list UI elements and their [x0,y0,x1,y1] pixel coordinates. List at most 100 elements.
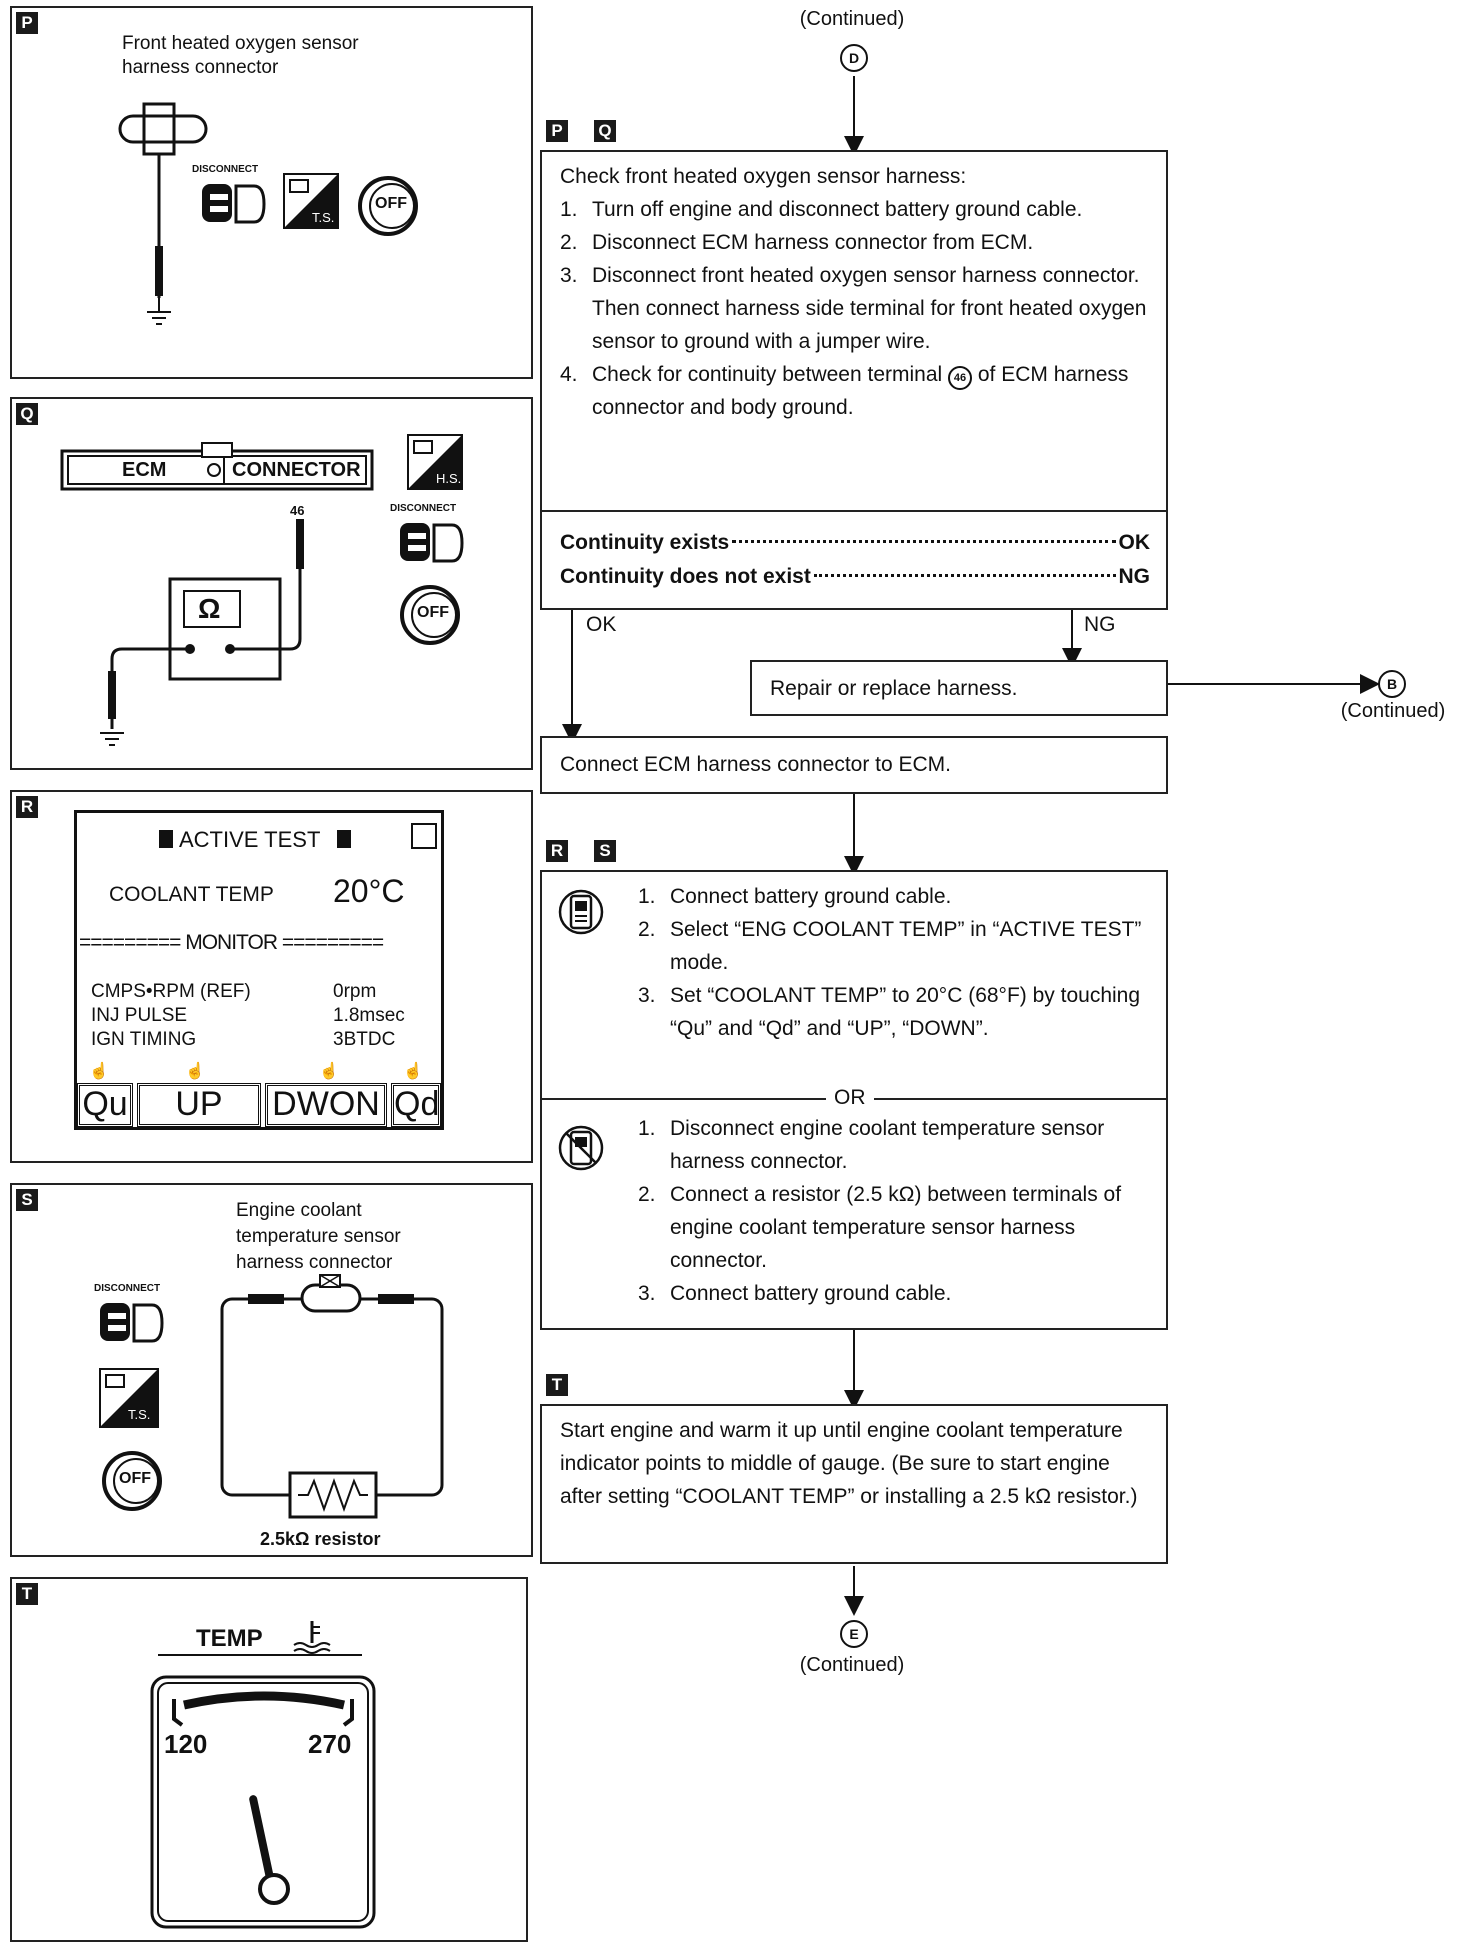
result-divider [542,510,1166,512]
panel-title: harness connector [122,57,279,78]
disconnect-label: DISCONNECT [94,1283,161,1294]
ecm-label: ECM [122,459,167,481]
qd-button[interactable]: Qd [391,1083,441,1127]
down-button[interactable]: DWON [265,1083,387,1127]
check-title: Check front heated oxygen sensor harness… [560,165,967,188]
disconnect-label: DISCONNECT [390,503,457,514]
needle-hub [258,1873,290,1905]
resistor-label: 2.5kΩ resistor [260,1529,381,1549]
qu-button[interactable]: Qu [77,1083,133,1127]
ts-icon [283,173,339,229]
screen-checkbox[interactable] [411,823,437,849]
resistor-circuit-diagram [220,1274,444,1519]
panel-title: Front heated oxygen sensor [122,33,359,54]
monitor-row-value: 1.8msec [333,1005,405,1026]
coolant-value: 20°C [333,873,405,909]
step-tag: P [546,120,568,142]
sensor-connector-diagram [118,102,208,325]
start-engine-box: Start engine and warm it up until engine… [540,1404,1168,1564]
panel-s: S Engine coolant temperature sensor harn… [10,1183,533,1557]
connector-d-icon: D [840,44,868,72]
touch-pointer-icon: ☝ [185,1063,205,1080]
no-consult-icon [558,1125,604,1171]
disconnect-icon [202,184,266,224]
panel-tag: S [16,1189,38,1211]
or-label: OR [826,1081,874,1114]
off-label: OFF [375,195,407,212]
continued-label: (Continued) [799,1654,905,1676]
ts-icon [99,1368,159,1428]
header-marker [159,830,173,848]
check-step: 2.Disconnect ECM harness connector from … [560,231,1034,254]
off-label: OFF [119,1470,151,1487]
monitor-row-label: IGN TIMING [91,1029,197,1050]
panel-q: Q ECM CONNECTOR 46 Ω H.S. DISCONNECT [10,397,533,770]
connector-e-letter: E [840,1620,868,1648]
coolant-setup-box: 1.Connect battery ground cable. 2.Select… [540,870,1168,1330]
off-label: OFF [417,604,449,621]
ts-label: T.S. [128,1407,151,1422]
resistor-step: 3.Connect battery ground cable. [638,1282,952,1305]
gauge-min-label: 120 [164,1729,208,1759]
connector-b-letter: B [1378,670,1406,698]
check-step: 3.Disconnect front heated oxygen sensor … [560,264,1147,353]
header-marker [337,830,351,848]
disconnect-icon [400,523,464,563]
disconnect-label: DISCONNECT [192,164,259,175]
ng-branch-label: NG [1084,613,1116,636]
ignition-off-icon [400,585,460,645]
touch-pointer-icon: ☝ [403,1063,423,1080]
connector-b-icon: B [1378,670,1406,698]
ts-label: T.S. [312,210,335,225]
check-step: 1.Turn off engine and disconnect battery… [560,198,1083,221]
terminal-46-icon: 46 [948,366,973,390]
check-step: 4.Check for continuity between terminal … [560,363,1129,419]
connector-d-letter: D [840,44,868,72]
panel-r: R ACTIVE TEST COOLANT TEMP 20°C ========… [10,790,533,1163]
panel-tag: R [16,796,38,818]
panel-t: T TEMP 120 270 [10,1577,528,1942]
step-tag: R [546,840,568,862]
connector-label: CONNECTOR [232,459,361,481]
terminal-number: 46 [290,503,305,518]
gauge-needle [249,1795,290,1905]
consult-step: 2.Select “ENG COOLANT TEMP” in “ACTIVE T… [638,918,1142,974]
connect-ecm-box: Connect ECM harness connector to ECM. [540,736,1168,794]
panel-tag: P [16,12,38,34]
monitor-line: ========= MONITOR ========= [79,931,384,954]
panel-title: harness connector [236,1252,393,1273]
screen-header: ACTIVE TEST [179,827,321,852]
panel-title: Engine coolant [236,1200,362,1221]
hs-label: H.S. [436,471,462,486]
ignition-off-icon [358,176,418,236]
resistor-steps: 1.Disconnect engine coolant temperature … [638,1112,1158,1310]
resistor-step: 2.Connect a resistor (2.5 kΩ) between te… [638,1183,1122,1272]
panel-tag: Q [16,403,38,425]
hs-icon [407,434,463,490]
step-tag: S [594,840,616,862]
step-tag: Q [594,120,616,142]
step-tag: T [546,1374,568,1396]
touch-pointer-icon: ☝ [319,1063,339,1080]
connector-e-icon: E [840,1620,868,1648]
monitor-row-label: CMPS•RPM (REF) [91,981,251,1002]
check-harness-box: Check front heated oxygen sensor harness… [540,150,1168,610]
temp-label: TEMP [196,1625,263,1652]
consult-step: 1.Connect battery ground cable. [638,885,952,908]
ohm-symbol: Ω [198,593,221,624]
coolant-label: COOLANT TEMP [109,883,274,906]
continued-label: (Continued) [1340,700,1446,722]
disconnect-icon [100,1303,164,1343]
consult-step: 3.Set “COOLANT TEMP” to 20°C (68°F) by t… [638,984,1141,1040]
resistor-step: 1.Disconnect engine coolant temperature … [638,1117,1105,1173]
continued-label: (Continued) [799,8,905,30]
monitor-row-label: INJ PULSE [91,1005,188,1026]
ecm-connector-diagram [60,442,374,746]
gauge-max-label: 270 [308,1729,352,1759]
consult-screen: ACTIVE TEST COOLANT TEMP 20°C ========= … [74,810,444,1130]
up-button[interactable]: UP [137,1083,261,1127]
ignition-off-icon [102,1451,162,1511]
